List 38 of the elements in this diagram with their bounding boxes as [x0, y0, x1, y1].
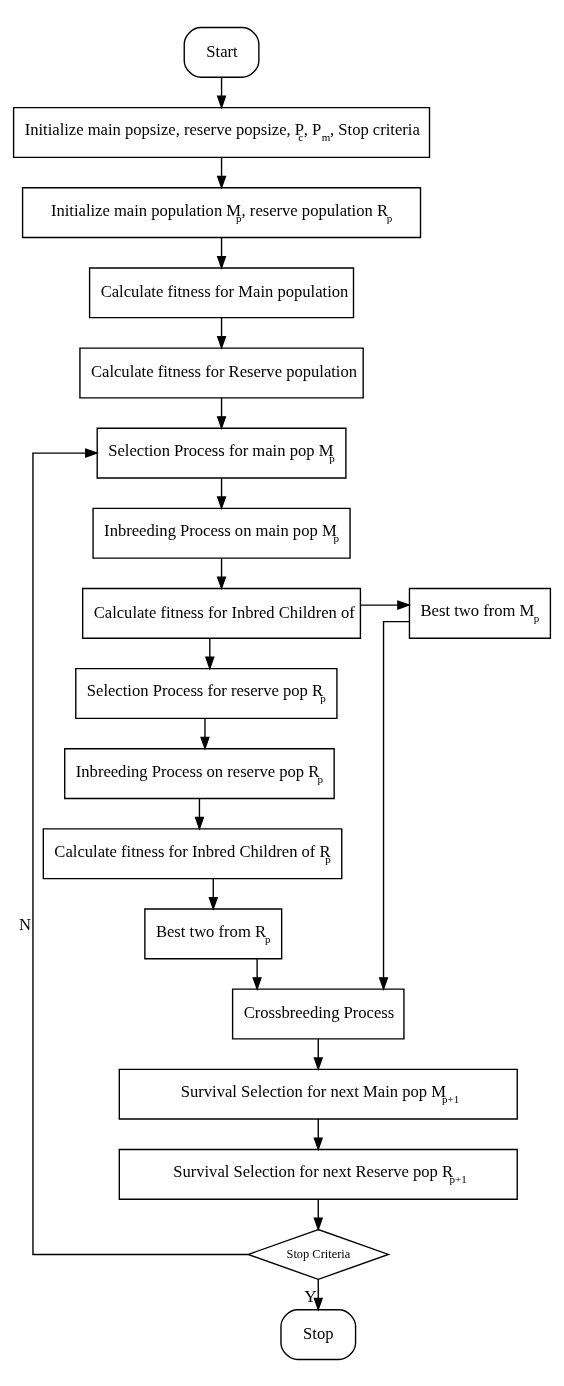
node-box: Stop: [280, 1308, 357, 1360]
arrow: [216, 396, 227, 430]
arrow: [216, 236, 227, 270]
node-box: Survival Selection for next Main pop M$_{p+1}$: [118, 1068, 518, 1120]
arrow: [313, 1198, 324, 1231]
arrow: [208, 877, 219, 911]
node-box: Inbreeding Process on main pop M$_{p}$: [92, 507, 351, 559]
node-box: Selection Process for reserve pop R$_{p}$: [75, 667, 338, 719]
arrow: [200, 717, 210, 751]
node-box: Survival Selection for next Reserve pop R$_{p+1}$: [118, 1148, 518, 1200]
arrow: [216, 76, 227, 109]
arrow: [204, 637, 215, 670]
node-box: Best two from M$_{p}$: [408, 587, 552, 639]
node-box: Calculate fitness for Reserve population: [79, 346, 364, 398]
arrow: [313, 1117, 324, 1151]
node-box: Best two from R$_{p}$: [144, 907, 283, 959]
node-box: Initialize main population M$_{p}$, reserve population R$_{p}$: [21, 186, 422, 238]
arrow: [313, 1037, 324, 1071]
node-box: Calculate fitness for Main population: [88, 266, 355, 318]
arrow: [216, 556, 227, 590]
arrow: [378, 620, 411, 991]
node-box: Start: [183, 26, 260, 78]
node-box: Initialize main popsize, reserve popsize, P$_{c}$, P$_{m}$, Stop criteria: [12, 106, 431, 158]
arrow: [216, 316, 227, 350]
arrow: [216, 476, 227, 510]
node-box: Selection Process for main pop M$_{p}$: [96, 427, 347, 479]
node-box: Crossbreeding Process: [231, 988, 405, 1040]
node-box: Inbreeding Process on reserve pop R$_{p}$: [64, 747, 335, 799]
arrow: [313, 1278, 324, 1311]
node-diamond: Stop Criteria: [246, 1228, 391, 1280]
arrow: [359, 599, 412, 610]
arrow: [32, 447, 249, 1255]
arrow: [216, 156, 227, 190]
arrow: [194, 797, 205, 831]
node-box: Calculate fitness for Inbred Children of: [82, 587, 362, 639]
edge-label: N: [19, 914, 32, 934]
edge-label: Y: [304, 1286, 317, 1306]
arrow: [252, 957, 262, 991]
